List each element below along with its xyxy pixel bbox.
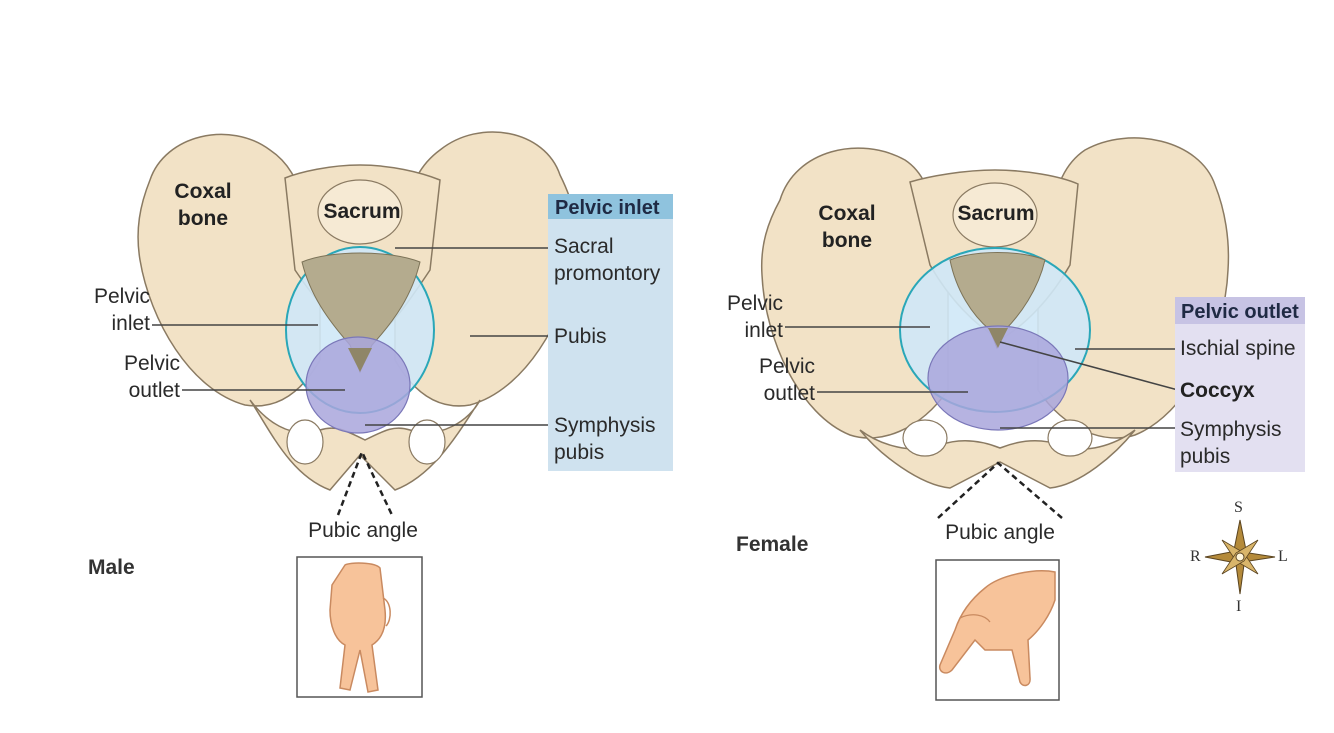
female-pelvic-outlet-line1: Pelvic bbox=[758, 355, 815, 378]
female-pelvis bbox=[760, 137, 1230, 519]
male-pelvis bbox=[137, 131, 578, 516]
female-panel-title: Pelvic outlet bbox=[1181, 301, 1299, 323]
male-sex-label: Male bbox=[88, 556, 135, 579]
male-pelvic-outlet-shape bbox=[305, 336, 411, 434]
female-obturator-right bbox=[1047, 419, 1093, 457]
male-coccyx bbox=[348, 348, 372, 372]
female-pelvic-inlet-line2: inlet bbox=[744, 319, 783, 342]
male-panel bbox=[548, 194, 673, 471]
male-panel-title: Pelvic inlet bbox=[555, 197, 660, 219]
compass-i-label: I bbox=[1236, 598, 1242, 615]
female-pubic-arch bbox=[859, 429, 1136, 489]
male-hand-icon bbox=[329, 562, 391, 693]
female-pelvic-outlet-shape bbox=[927, 325, 1069, 431]
compass-rose-icon bbox=[1204, 519, 1276, 595]
male-pubic-angle-dashes bbox=[336, 448, 394, 516]
male-obturator-right bbox=[408, 419, 446, 465]
male-sacrum-inner bbox=[301, 252, 421, 374]
male-symphysis-line1: Symphysis bbox=[554, 414, 656, 437]
female-coccyx-label: Coccyx bbox=[1180, 379, 1255, 402]
male-sacral-promontory-label: Sacral promontory bbox=[554, 233, 660, 287]
female-leader-coccyx bbox=[999, 341, 1179, 391]
male-pelvic-inlet-label: Pelvic inlet bbox=[60, 283, 150, 337]
male-sacrum-label: Sacrum bbox=[323, 200, 401, 223]
female-sacrum-label: Sacrum bbox=[957, 202, 1035, 225]
male-pelvic-inlet-line2: inlet bbox=[111, 312, 150, 335]
female-symphysis-pubis-label: Symphysis pubis bbox=[1180, 416, 1282, 470]
female-pelvic-outlet-line2: outlet bbox=[763, 382, 815, 405]
female-symphysis-line2: pubis bbox=[1180, 445, 1231, 468]
male-pelvic-outlet-line1: Pelvic bbox=[123, 352, 180, 375]
male-pubic-angle-label: Pubic angle bbox=[308, 519, 418, 542]
male-leader-lines bbox=[152, 247, 552, 426]
female-pelvic-inlet-line1: Pelvic bbox=[726, 292, 783, 315]
male-coxal-bone-label: Coxal bone bbox=[168, 178, 238, 232]
female-coxal-line2: bone bbox=[821, 229, 873, 252]
female-pelvic-outlet-label: Pelvic outlet bbox=[725, 353, 815, 407]
male-obturator-left bbox=[286, 419, 324, 465]
female-hand-icon bbox=[938, 570, 1056, 687]
compass-l-label: L bbox=[1278, 548, 1288, 565]
male-sacrum-top bbox=[317, 179, 403, 245]
male-pelvic-outlet-label: Pelvic outlet bbox=[90, 350, 180, 404]
female-symphysis-line1: Symphysis bbox=[1180, 418, 1282, 441]
female-coccyx bbox=[988, 328, 1008, 348]
female-coxal-line1: Coxal bbox=[818, 202, 876, 225]
male-sacral-line1: Sacral bbox=[554, 235, 614, 258]
male-symphysis-pubis-label: Symphysis pubis bbox=[554, 412, 656, 466]
female-leader-lines bbox=[785, 326, 1179, 429]
female-pubic-angle-label: Pubic angle bbox=[945, 521, 1055, 544]
male-coxal-line1: Coxal bbox=[174, 180, 232, 203]
male-coxal-line2: bone bbox=[177, 207, 229, 230]
female-panel bbox=[1175, 297, 1305, 472]
male-pelvic-inlet-line1: Pelvic bbox=[93, 285, 150, 308]
male-coxal-bone-left bbox=[137, 133, 321, 407]
male-panel-header bbox=[548, 194, 673, 219]
female-ischial-spine-label: Ischial spine bbox=[1180, 337, 1296, 360]
female-sex-label: Female bbox=[736, 533, 809, 556]
female-obturator-left bbox=[902, 419, 948, 457]
male-pubis-label: Pubis bbox=[554, 325, 607, 348]
female-sacrum-inner bbox=[949, 252, 1046, 350]
male-symphysis-line2: pubis bbox=[554, 441, 605, 464]
female-panel-header bbox=[1175, 297, 1305, 324]
male-pelvic-outlet-line2: outlet bbox=[128, 379, 180, 402]
female-coxal-bone-label: Coxal bone bbox=[812, 200, 882, 254]
female-pubic-angle-dashes bbox=[937, 461, 1063, 519]
compass-s-label: S bbox=[1234, 499, 1243, 516]
compass-r-label: R bbox=[1190, 548, 1201, 565]
male-sacral-line2: promontory bbox=[554, 262, 661, 285]
female-pelvic-inlet-label: Pelvic inlet bbox=[693, 290, 783, 344]
